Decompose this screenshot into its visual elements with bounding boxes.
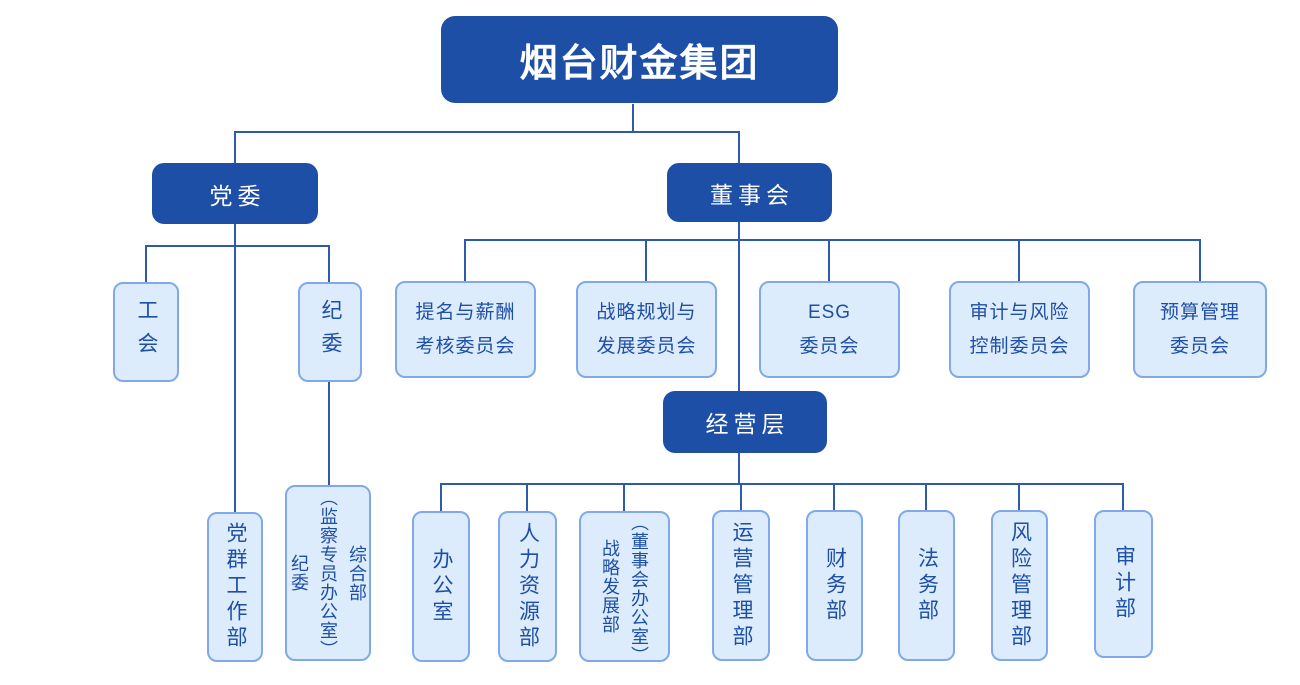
node-audit-dept: 审计部: [1094, 510, 1153, 658]
node-audit-risk-control-committee: 审计与风险 控制委员会: [949, 281, 1090, 378]
connector: [440, 483, 1123, 485]
node-strategic-planning-committee: 战略规划与 发展委员会: [576, 281, 717, 378]
root-label: 烟台财金集团: [519, 43, 760, 85]
connector: [234, 223, 236, 512]
node-esg-committee: ESG 委员会: [759, 281, 900, 378]
node-party-mass-work-dept: 党群工作部: [207, 512, 263, 662]
connector: [464, 239, 466, 281]
connector: [740, 483, 742, 511]
connector: [645, 239, 647, 281]
connector: [146, 245, 330, 247]
node-discipline-general-office: 纪委 （监察专员办公室） 综合部: [285, 485, 371, 661]
connector: [1018, 239, 1020, 281]
node-root: 烟台财金集团: [441, 16, 838, 103]
party-committee-label: 党委: [209, 182, 266, 209]
board-label: 董事会: [710, 181, 794, 208]
node-labor-union: 工会: [113, 282, 179, 382]
connector: [738, 221, 740, 391]
connector: [738, 131, 740, 163]
connector: [925, 483, 927, 511]
connector: [526, 483, 528, 511]
connector: [440, 483, 442, 511]
node-finance-dept: 财务部: [806, 510, 863, 661]
connector: [145, 245, 147, 282]
node-operations-management-dept: 运营管理部: [712, 510, 770, 661]
node-legal-dept: 法务部: [898, 510, 955, 661]
connector: [738, 452, 740, 484]
node-office: 办公室: [412, 511, 470, 662]
node-management-level: 经营层: [663, 391, 827, 453]
connector: [328, 380, 330, 485]
node-strategic-development-dept: 战略发展部 （董事会办公室）: [579, 511, 670, 665]
node-discipline-committee: 纪委: [298, 282, 362, 382]
node-budget-management-committee: 预算管理 委员会: [1133, 281, 1267, 378]
connector: [828, 239, 830, 281]
node-board-of-directors: 董事会: [667, 163, 832, 222]
connector: [632, 104, 634, 132]
connector: [833, 483, 835, 511]
connector: [1018, 483, 1020, 511]
node-party-committee: 党委: [152, 163, 318, 224]
connector: [1122, 483, 1124, 511]
connector: [623, 483, 625, 511]
node-nomination-remuneration-committee: 提名与薪酬 考核委员会: [395, 281, 536, 378]
management-label: 经营层: [705, 411, 790, 437]
node-human-resources-dept: 人力资源部: [498, 511, 557, 662]
connector: [1199, 239, 1201, 281]
connector: [234, 131, 236, 163]
node-risk-management-dept: 风险管理部: [991, 510, 1048, 661]
connector: [464, 239, 1200, 241]
connector: [235, 131, 739, 133]
connector: [328, 245, 330, 282]
